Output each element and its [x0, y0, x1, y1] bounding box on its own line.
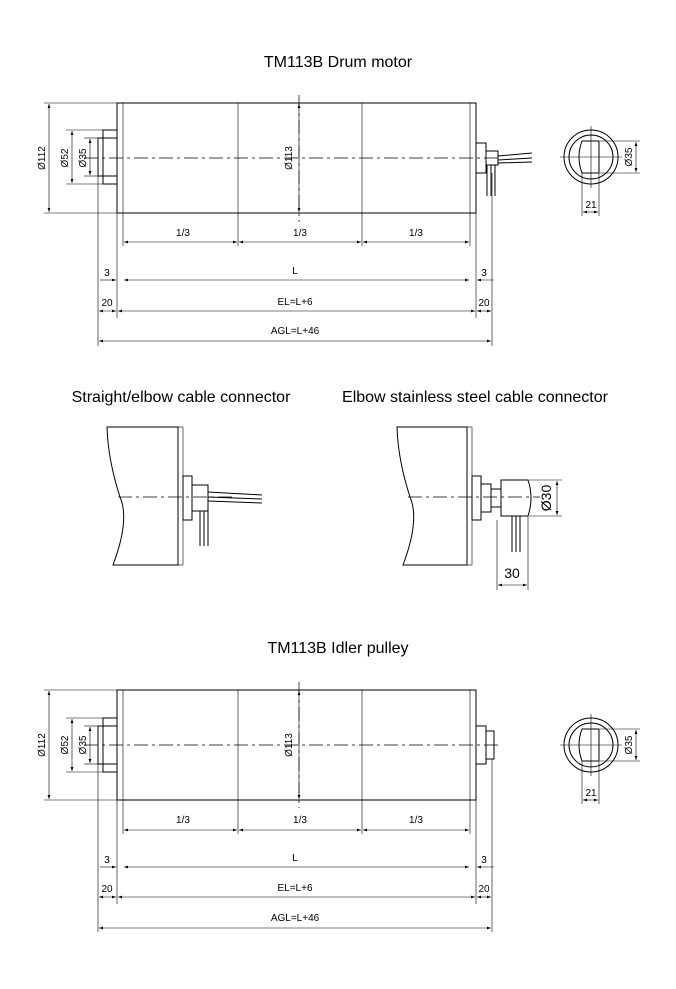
idler-dim-third-3: 1/3: [409, 815, 423, 826]
dim-third-2: 1/3: [293, 228, 307, 239]
idler-dim-third-1: 1/3: [176, 815, 190, 826]
idler-dim-EL: EL=L+6: [277, 883, 312, 894]
dim-third-1: 1/3: [176, 228, 190, 239]
dim-d52: Ø52: [60, 148, 71, 167]
dim-EL: EL=L+6: [277, 297, 312, 308]
end-21-1: 21: [585, 200, 597, 211]
idler-pulley-title: TM113B Idler pulley: [267, 640, 408, 657]
idler-dim-d113: Ø113: [284, 733, 295, 757]
end-d35-2: Ø35: [624, 735, 635, 754]
dim-20-right: 20: [478, 298, 490, 309]
dim-d113: Ø113: [284, 146, 295, 170]
drum-motor-end-view: Ø35 21: [560, 126, 640, 216]
idler-dim-AGL: AGL=L+46: [271, 913, 320, 924]
idler-dim-3-left: 3: [104, 855, 110, 866]
dim-3-left: 3: [104, 268, 110, 279]
idler-dim-d52: Ø52: [60, 735, 71, 754]
drum-motor-title: TM113B Drum motor: [264, 54, 413, 71]
elbow-connector-title: Elbow stainless steel cable connector: [342, 389, 609, 406]
dim-d112: Ø112: [37, 146, 48, 170]
straight-connector-title: Straight/elbow cable connector: [72, 389, 291, 406]
dim-third-3: 1/3: [409, 228, 423, 239]
idler-dim-d35: Ø35: [78, 735, 89, 754]
dim-d30: Ø30: [538, 485, 554, 512]
idler-dim-L: L: [292, 853, 298, 864]
end-d35-1: Ø35: [624, 147, 635, 166]
end-21-2: 21: [585, 788, 597, 799]
dim-3-right: 3: [481, 268, 487, 279]
idler-dim-d112: Ø112: [37, 733, 48, 757]
drum-motor-view: Ø112 Ø52 Ø35 Ø113 1/3 1/3 1/3 L 3 3: [37, 95, 533, 346]
dim-30: 30: [504, 565, 520, 581]
dim-L: L: [292, 266, 298, 277]
idler-dim-20-right: 20: [478, 884, 490, 895]
dim-20-left: 20: [101, 298, 113, 309]
dim-AGL: AGL=L+46: [271, 326, 320, 337]
idler-pulley-view: Ø112 Ø52 Ø35 Ø113 1/3 1/3 1/3 L 3 3: [37, 682, 500, 932]
straight-connector-view: [106, 426, 263, 566]
idler-dim-third-2: 1/3: [293, 815, 307, 826]
idler-pulley-end-view: Ø35 21: [560, 714, 640, 804]
idler-dim-20-left: 20: [101, 884, 113, 895]
idler-dim-3-right: 3: [481, 855, 487, 866]
elbow-connector-view: Ø30 30: [396, 426, 562, 590]
dim-d35: Ø35: [78, 148, 89, 167]
